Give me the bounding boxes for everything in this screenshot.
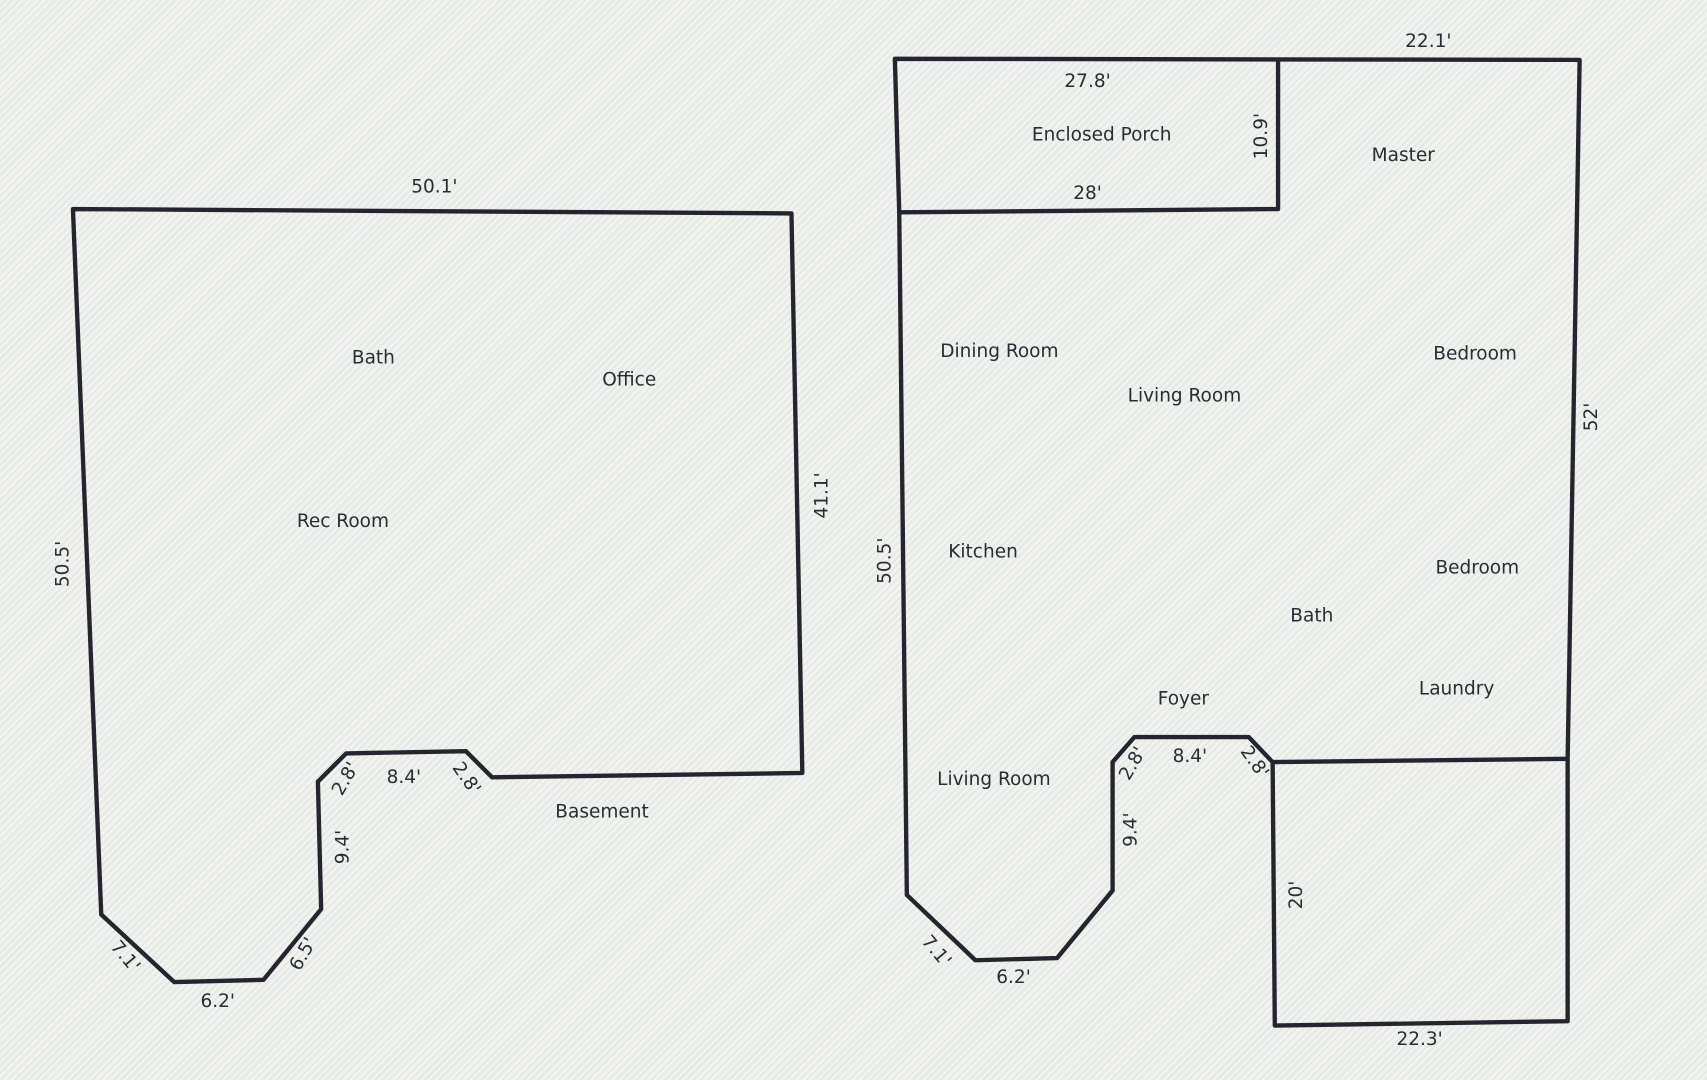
room-label: Living Room [1128, 386, 1242, 407]
garage-divider-wall [1272, 756, 1568, 765]
room-label: Rec Room [297, 511, 389, 532]
dimension-label: 22.1' [1405, 31, 1451, 52]
room-label: Office [602, 369, 656, 390]
dimension-label: 10.9' [1251, 113, 1272, 159]
room-label: Laundry [1419, 679, 1494, 700]
dimension-label: 52' [1581, 403, 1602, 432]
room-label: Foyer [1158, 688, 1210, 709]
room-label: Dining Room [940, 341, 1058, 362]
dimension-label: 2.8' [1236, 742, 1273, 782]
dimension-label: 9.4' [332, 830, 353, 865]
dimension-label: 7.1' [106, 937, 144, 977]
main-floor-outline [892, 56, 1582, 1028]
dimension-label: 9.4' [1121, 812, 1142, 847]
dimension-label: 20' [1286, 881, 1307, 910]
dimension-label: 27.8' [1064, 71, 1110, 92]
room-label: Bedroom [1435, 558, 1519, 579]
room-label: Bedroom [1433, 343, 1517, 364]
dimension-label: 6.5' [286, 934, 321, 974]
dimension-label: 50.5' [53, 541, 74, 587]
room-label: Living Room [937, 769, 1051, 790]
dimension-label: 41.1' [811, 472, 832, 518]
dimension-label: 8.4' [387, 767, 422, 788]
room-label: Bath [1290, 606, 1333, 627]
room-label: Master [1372, 145, 1436, 166]
dimension-label: 50.1' [411, 177, 457, 198]
dimension-label: 22.3' [1396, 1029, 1442, 1050]
room-label: Enclosed Porch [1032, 124, 1172, 145]
dimension-label: 6.2' [996, 967, 1031, 988]
dimension-label: 6.2' [200, 991, 235, 1012]
dimension-label: 50.5' [875, 538, 896, 584]
room-label: Bath [352, 348, 395, 369]
room-label: Kitchen [948, 541, 1018, 562]
dimension-label: 28' [1073, 183, 1102, 204]
dimension-label: 8.4' [1173, 746, 1208, 767]
basement-outline [70, 206, 805, 985]
floor-name-label: Basement [555, 802, 648, 823]
dimension-label: 2.8' [1115, 744, 1150, 784]
porch-wall [899, 60, 1281, 215]
